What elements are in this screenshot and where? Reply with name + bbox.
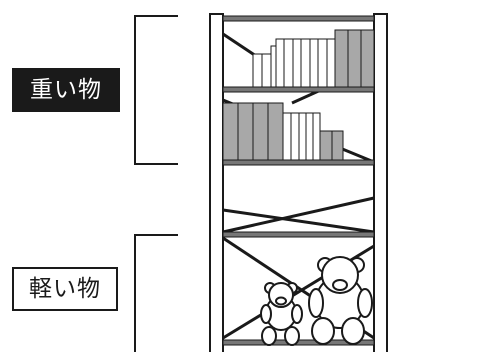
upper-bracket-icon (134, 15, 178, 165)
book-icon (252, 29, 375, 88)
light-items-label: 軽い物 (12, 267, 118, 311)
book-icon (222, 102, 344, 161)
teddy-bear-icon (260, 282, 303, 346)
heavy-items-label: 重い物 (12, 68, 120, 112)
lower-bracket-icon (134, 234, 178, 352)
bookshelf-icon (209, 13, 388, 352)
teddy-bear-icon (308, 256, 373, 345)
